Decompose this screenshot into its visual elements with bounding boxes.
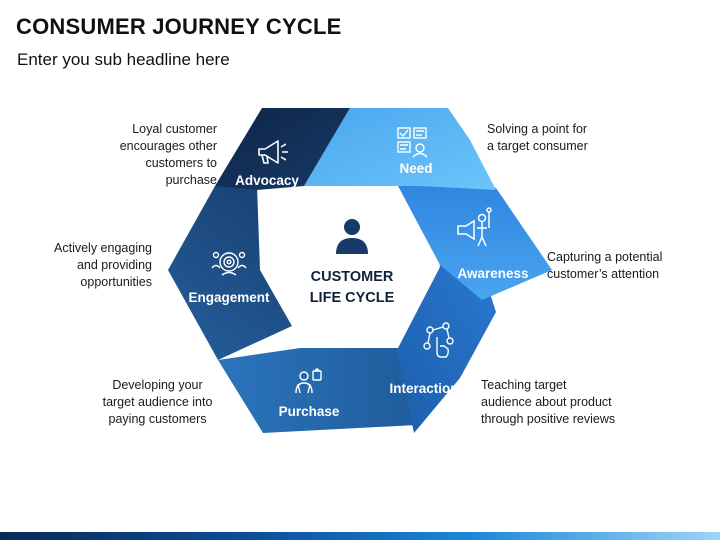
need-label: Need: [399, 161, 432, 176]
checklist-icon: [397, 127, 428, 158]
interaction-desc-line: Teaching target: [481, 378, 567, 392]
purchase-desc-line: paying customers: [108, 412, 207, 426]
need-desc-line: a target consumer: [487, 139, 588, 153]
footer-bar: [0, 532, 720, 540]
center-hexagon: [260, 186, 440, 348]
engagement-desc-line: opportunities: [80, 275, 152, 289]
purchase-segment: [218, 348, 440, 433]
megaphone-person-icon: [457, 207, 492, 247]
megaphone-icon: [258, 140, 288, 164]
interaction-segment: [396, 265, 496, 433]
center-title-line1: CUSTOMER: [311, 269, 394, 285]
awareness-description: Capturing a potential customer’s attenti…: [547, 249, 707, 283]
purchase-label: Purchase: [279, 404, 340, 419]
interaction-desc-line: through positive reviews: [481, 412, 616, 426]
interaction-description: Teaching target audience about product t…: [481, 377, 651, 428]
center-title-line2: LIFE CYCLE: [310, 290, 395, 306]
interaction-desc-line: audience about product: [481, 395, 612, 409]
touch-network-icon: [423, 322, 454, 358]
awareness-desc-line: customer’s attention: [547, 267, 660, 281]
purchase-desc-line: Developing your: [112, 378, 203, 392]
user-icon: [336, 219, 368, 254]
need-description: Solving a point for a target consumer: [487, 121, 627, 155]
advocacy-desc-line: encourages other: [119, 139, 217, 153]
engagement-desc-line: Actively engaging: [54, 241, 152, 255]
advocacy-label: Advocacy: [235, 173, 299, 188]
engagement-description: Actively engaging and providing opportun…: [40, 240, 152, 291]
target-group-icon: [211, 251, 247, 276]
interaction-label: Interaction: [389, 381, 458, 396]
purchase-description: Developing your target audience into pay…: [90, 377, 225, 428]
advocacy-desc-line: Loyal customer: [132, 122, 217, 136]
engagement-desc-line: and providing: [76, 258, 152, 272]
advocacy-description: Loyal customer encourages other customer…: [92, 121, 217, 189]
awareness-desc-line: Capturing a potential: [547, 250, 663, 264]
purchase-desc-line: target audience into: [102, 395, 213, 409]
engagement-label: Engagement: [188, 290, 270, 305]
shopping-icon: [295, 368, 322, 394]
awareness-segment: [398, 182, 552, 300]
need-desc-line: Solving a point for: [487, 122, 588, 136]
page-subtitle: Enter you sub headline here: [17, 50, 230, 69]
advocacy-segment: [215, 108, 350, 190]
page-title: CONSUMER JOURNEY CYCLE: [16, 14, 342, 39]
awareness-label: Awareness: [457, 266, 528, 281]
advocacy-desc-line: customers to purchase: [145, 156, 217, 187]
